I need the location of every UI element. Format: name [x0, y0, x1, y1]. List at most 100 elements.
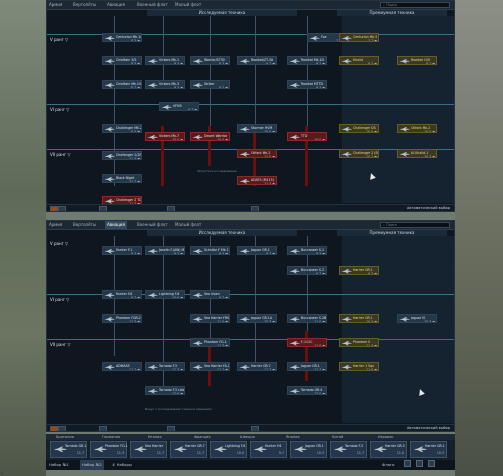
auto-select-dropdown[interactable]: Автоматический выбор [406, 206, 450, 210]
tab-coastal[interactable]: Малый флот [175, 2, 202, 7]
rank-label[interactable]: VII ранг ▽ [50, 152, 71, 157]
country-flag[interactable] [50, 206, 58, 211]
filter-icon[interactable] [251, 206, 259, 211]
nation-tab[interactable]: Британия [56, 435, 74, 439]
tab-army[interactable]: Армия [49, 2, 63, 7]
search-input[interactable]: ⌕ Поиск [380, 2, 450, 8]
tab-coastal[interactable]: Малый флот [175, 222, 202, 227]
nation-tab[interactable]: Италия [148, 435, 162, 439]
filter-icon[interactable] [251, 426, 259, 431]
rank-label[interactable]: V ранг ▽ [50, 37, 69, 42]
presets-menu[interactable]: ⚓ Наборы [112, 462, 132, 467]
rank-label[interactable]: V ранг ▽ [50, 241, 69, 246]
country-flag[interactable] [58, 426, 66, 431]
nation-tab[interactable]: Швеция [240, 435, 255, 439]
country-flag[interactable] [50, 426, 58, 431]
rank-label[interactable]: VII ранг ▽ [50, 342, 71, 347]
tab-aviation[interactable]: Авиация [105, 221, 127, 229]
filter-icon[interactable] [167, 206, 175, 211]
tab-navy[interactable]: Военный флот [137, 222, 168, 227]
filter-icon[interactable] [99, 206, 107, 211]
search-input[interactable]: ⌕ Поиск [380, 222, 450, 228]
vehicle-card[interactable]: Challenger 2 (BD)10.7 ● [339, 149, 379, 158]
filter-icon[interactable] [167, 426, 175, 431]
filter-icon[interactable] [99, 426, 107, 431]
vehicle-card[interactable]: Javelin F.(AW) Mk.99.3 ● [145, 246, 185, 255]
tab-aviation[interactable]: Авиация [107, 2, 125, 7]
page-button[interactable] [404, 460, 411, 467]
country-flag[interactable] [58, 206, 66, 211]
tab-helicopters[interactable]: Вертолёты [73, 2, 97, 7]
preset-1-button[interactable]: Набор №1 [49, 462, 69, 467]
nation-tab[interactable]: Япония [286, 435, 300, 439]
preset-2-button[interactable]: Набор №2 [80, 460, 104, 470]
nation-tab[interactable]: Израиль [378, 435, 394, 439]
nation-tab[interactable]: Франция [194, 435, 211, 439]
tab-helicopters[interactable]: Вертолёты [73, 222, 97, 227]
rank-label[interactable]: VI ранг ▽ [50, 297, 70, 302]
tab-navy[interactable]: Военный флот [137, 2, 168, 7]
page-button[interactable] [428, 460, 435, 467]
nation-tab[interactable]: Германия [102, 435, 120, 439]
auto-select-dropdown[interactable]: Автоматический выбор [406, 426, 450, 430]
tab-army[interactable]: Армия [49, 222, 63, 227]
